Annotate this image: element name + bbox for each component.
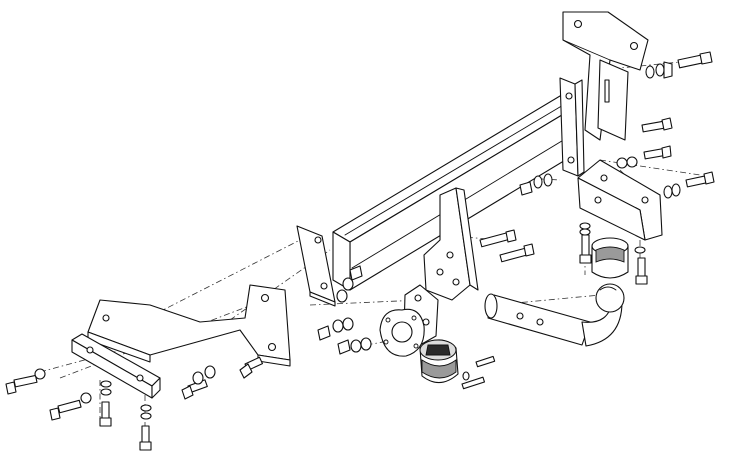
bolt <box>641 117 673 133</box>
bolt <box>49 399 82 421</box>
left-beam-end-plate <box>296 225 336 307</box>
tow-ball <box>595 283 625 313</box>
bolt <box>499 243 535 263</box>
electrical-socket <box>419 339 459 384</box>
left-vehicle-bracket <box>87 284 291 367</box>
bolt <box>99 401 112 427</box>
bolt <box>181 379 208 400</box>
bolts <box>5 51 715 451</box>
bolt <box>677 51 713 69</box>
ball-mount-bracket <box>423 187 479 301</box>
bolt <box>239 356 264 379</box>
nuts-washers <box>34 61 681 420</box>
socket-flange <box>379 308 425 357</box>
ball-cover <box>591 237 629 279</box>
lower-right-bracket <box>577 159 663 241</box>
bolt <box>579 234 592 264</box>
bolt <box>479 229 517 248</box>
left-clamp-plate <box>71 333 161 399</box>
bolt <box>475 355 496 368</box>
bolt <box>139 425 152 451</box>
right-beam-end-plate <box>559 77 585 177</box>
bolt <box>5 374 38 395</box>
upper-right-bracket <box>562 11 649 141</box>
bolt <box>461 376 486 390</box>
bolt <box>685 171 715 188</box>
bolt <box>635 257 648 285</box>
bolt <box>643 145 672 160</box>
